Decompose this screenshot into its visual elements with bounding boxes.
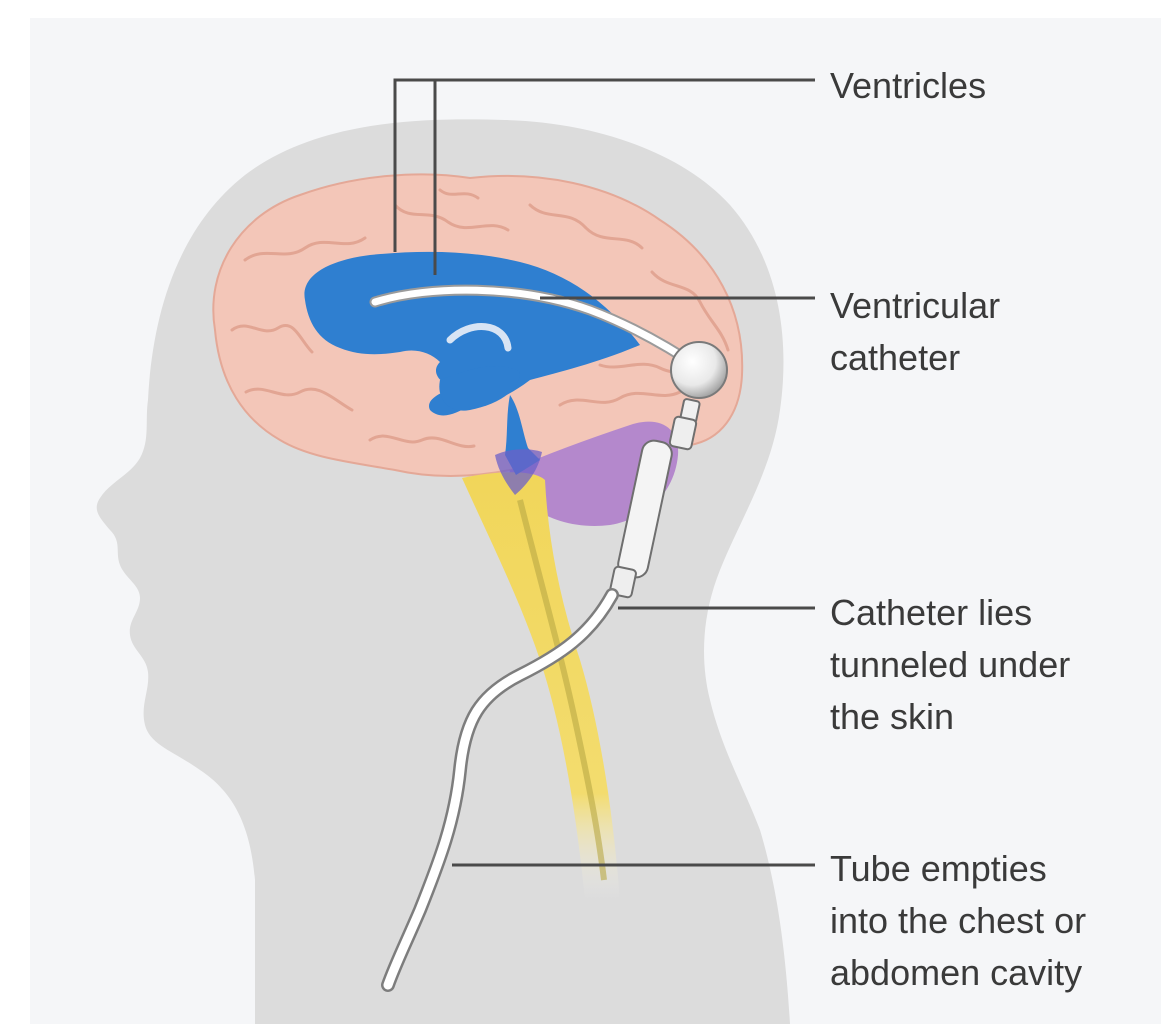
- shunt-valve: [671, 342, 727, 398]
- label-ventricles: Ventricles: [830, 60, 986, 112]
- label-tube-empties: Tube empties into the chest or abdomen c…: [830, 843, 1086, 999]
- label-tube-empties-line-3: abdomen cavity: [830, 947, 1086, 999]
- label-catheter-tunneled: Catheter lies tunneled under the skin: [830, 587, 1070, 743]
- label-ventricles-line-1: Ventricles: [830, 60, 986, 112]
- label-ventricular-catheter-line-2: catheter: [830, 332, 1000, 384]
- label-ventricular-catheter: Ventricular catheter: [830, 280, 1000, 384]
- label-catheter-tunneled-line-3: the skin: [830, 691, 1070, 743]
- label-tube-empties-line-2: into the chest or: [830, 895, 1086, 947]
- label-catheter-tunneled-line-2: tunneled under: [830, 639, 1070, 691]
- label-ventricular-catheter-line-1: Ventricular: [830, 280, 1000, 332]
- label-catheter-tunneled-line-1: Catheter lies: [830, 587, 1070, 639]
- label-tube-empties-line-1: Tube empties: [830, 843, 1086, 895]
